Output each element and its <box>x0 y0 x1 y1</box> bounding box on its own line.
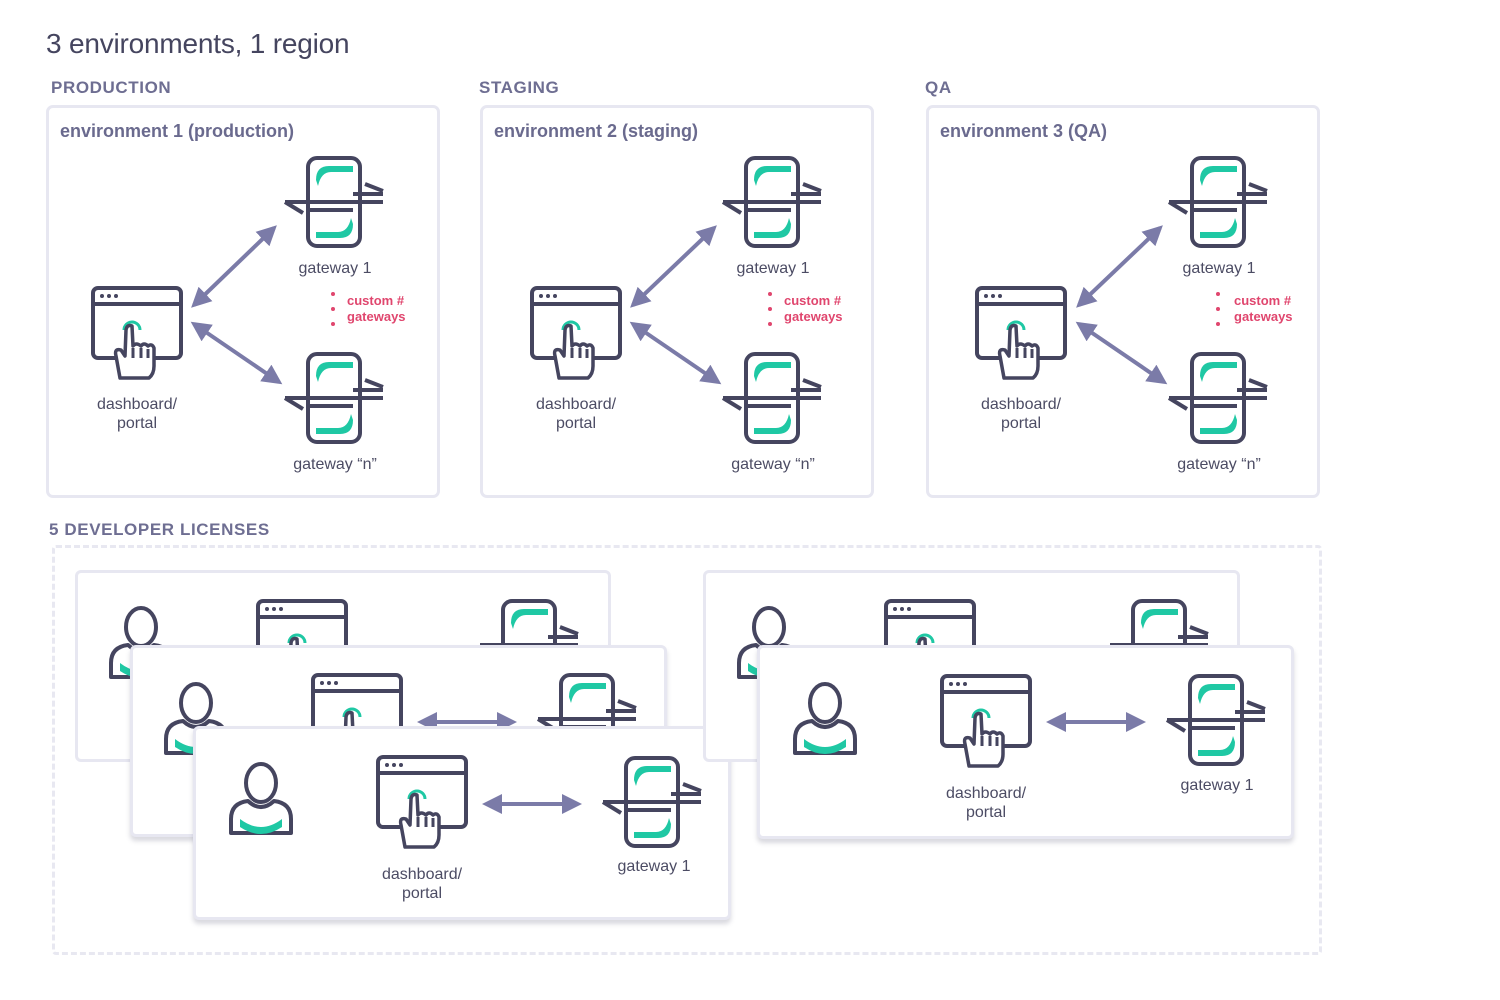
gateway-label: gateway 1 <box>1182 260 1256 277</box>
gateway-label: gateway “n” <box>1177 456 1261 473</box>
dashboard-label: dashboard/ portal <box>980 396 1062 432</box>
gateway-icon <box>1165 674 1269 766</box>
section-label-developer-licenses: 5 DEVELOPER LICENSES <box>49 520 270 539</box>
gateway-label: gateway “n” <box>293 456 377 473</box>
gateway-label: gateway “n” <box>731 456 815 473</box>
section-label-qa: QA <box>925 78 952 97</box>
environment-title: environment 2 (staging) <box>494 121 699 141</box>
connection-arrows <box>190 225 335 385</box>
developer-card: dashboard/ portal gateway 1 <box>193 726 731 920</box>
dashboard-icon <box>940 674 1032 770</box>
gateway-label: gateway 1 <box>617 858 691 875</box>
page-title: 3 environments, 1 region <box>46 28 350 59</box>
connection-arrows <box>1075 225 1220 385</box>
dashboard-label: dashboard/ portal <box>96 396 178 432</box>
connection-arrow <box>1046 712 1146 732</box>
developer-card: dashboard/ portal gateway 1 <box>757 645 1294 839</box>
gateway-label: gateway 1 <box>1180 777 1254 794</box>
dashboard-label: dashboard/ portal <box>535 396 617 432</box>
dashboard-icon <box>376 755 468 851</box>
custom-gateways-note: custom # gateways <box>1234 293 1293 324</box>
section-label-staging: STAGING <box>479 78 560 97</box>
connection-arrow <box>417 712 517 732</box>
gateway-icon <box>601 756 705 848</box>
environment-box-production: environment 1 (production) gateway 1 gat… <box>46 105 440 498</box>
section-label-production: PRODUCTION <box>51 78 172 97</box>
connection-arrow <box>482 794 582 814</box>
dashboard-label: dashboard/ portal <box>945 785 1027 821</box>
environment-box-staging: environment 2 (staging) gateway 1 gatewa… <box>480 105 874 498</box>
dashboard-label: dashboard/ portal <box>381 866 463 902</box>
environment-box-qa: environment 3 (QA) gateway 1 gateway “n”… <box>926 105 1320 498</box>
custom-gateways-note: custom # gateways <box>347 293 406 324</box>
developer-licenses-area <box>52 545 1322 955</box>
environment-title: environment 1 (production) <box>60 121 294 141</box>
gateway-label: gateway 1 <box>736 260 810 277</box>
gateway-label: gateway 1 <box>298 260 372 277</box>
connection-arrows <box>629 225 772 385</box>
user-icon <box>228 761 294 837</box>
custom-gateways-note: custom # gateways <box>784 293 843 324</box>
user-icon <box>792 681 858 757</box>
environment-title: environment 3 (QA) <box>940 121 1108 141</box>
